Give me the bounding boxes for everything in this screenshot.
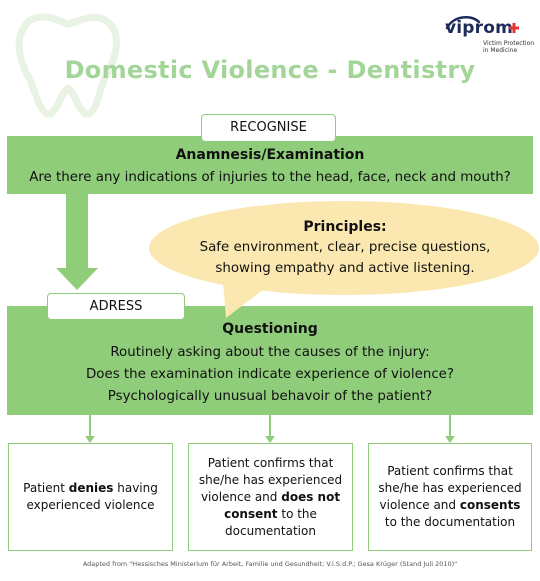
questioning-line-2: Does the examination indicate experience… (85, 367, 455, 382)
principles-line-2: showing empathy and active listening. (215, 261, 475, 276)
outcome-text-part: Patient (23, 481, 69, 495)
outcome-text: Patient denies having experienced violen… (9, 480, 172, 514)
outcome-text: Patient confirms that she/he has experie… (189, 455, 352, 540)
principles-line-1: Safe environment, clear, precise questio… (199, 240, 491, 255)
page-title: Domestic Violence - Dentistry (64, 56, 476, 84)
down-arrow-icon (56, 193, 98, 290)
outcome-emphasis: consents (459, 498, 521, 512)
outcome-denies-box: Patient denies having experienced violen… (8, 443, 173, 551)
recognise-panel (7, 136, 533, 194)
source-footnote: Adapted from "Hessisches Ministerium für… (82, 560, 458, 568)
adress-tag: ADRESS (47, 293, 185, 320)
branch-arrows (85, 415, 455, 443)
recognise-tag: RECOGNISE (201, 114, 336, 142)
tooth-icon (15, 13, 120, 118)
outcome-text-part: to the documentation (225, 506, 317, 538)
outcome-emphasis: denies (68, 481, 114, 495)
logo-wordmark: viprom (445, 18, 514, 38)
outcome-text-part: Patient confirms that she/he has experie… (378, 464, 522, 512)
questioning-heading: Questioning (222, 321, 318, 337)
viprom-logo: viprom Victim Protection in Medicine (445, 14, 537, 66)
outcome-text-part: having experienced violence (26, 481, 158, 512)
outcome-no-consent-box: Patient confirms that she/he has experie… (188, 443, 353, 551)
outcome-text-part: to the documentation (384, 515, 516, 529)
questioning-line-1: Routinely asking about the causes of the… (110, 345, 430, 360)
logo-swoosh-icon (445, 15, 481, 30)
anamnesis-heading: Anamnesis/Examination (175, 147, 365, 163)
outcome-text: Patient confirms that she/he has experie… (369, 463, 531, 531)
questioning-line-3: Psychologically unusual behavoir of the … (107, 389, 433, 404)
logo-cross-icon (509, 23, 519, 33)
injury-question: Are there any indications of injuries to… (29, 170, 511, 185)
principles-heading: Principles: (303, 219, 387, 235)
outcome-text-part: Patient confirms that she/he has experie… (198, 455, 343, 504)
logo-tagline: Victim Protection in Medicine (483, 40, 535, 54)
adress-panel (7, 306, 533, 415)
outcome-emphasis: does not consent (224, 489, 341, 521)
outcome-consents-box: Patient confirms that she/he has experie… (368, 443, 532, 551)
